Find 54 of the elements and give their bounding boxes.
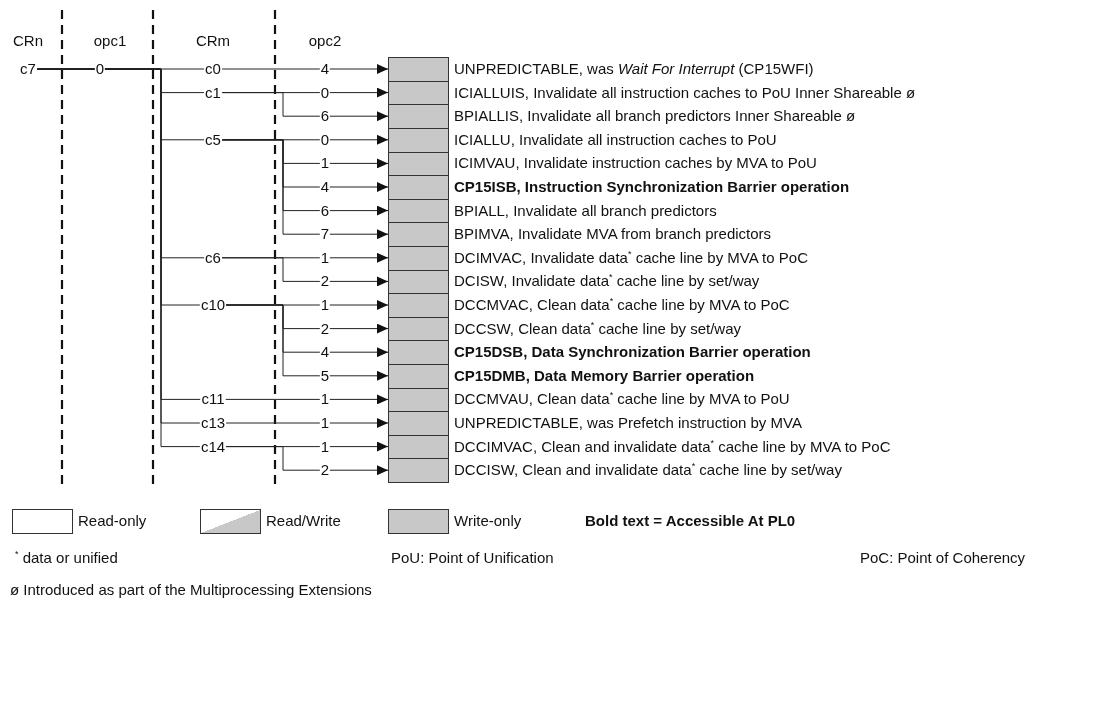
legend-text: Read/Write [266,512,341,530]
register-description: CP15ISB, Instruction Synchronization Barrier operation [454,178,850,196]
edge-label: 4 [319,179,331,195]
note-text: PoU: Point of Unification [391,549,554,567]
note-text: CRn [13,32,43,50]
connector-arrow [221,257,389,287]
register-box [388,128,449,153]
register-box [388,57,449,82]
connector-arrow [225,446,389,476]
register-description: ICIMVAU, Invalidate instruction caches by MVA to PoU [454,154,817,173]
register-description: DCISW, Invalidate data$^{*}$ cache line by set/way [454,272,760,291]
register-description: CP15DSB, Data Synchronization Barrier operation [454,343,811,362]
register-description: UNPREDICTABLE, was Prefetch instruction by MVA [454,414,802,432]
register-description: CP15DMB, Data Memory Barrier operation [454,366,755,385]
register-box [388,340,449,365]
note-text: CRm [195,32,231,50]
register-box [388,411,449,436]
note-text: PoC: Point of Coherency [860,549,1026,567]
register-description: DCCMVAC, Clean data$^{*}$ cache line by MVA to PoC [454,296,790,314]
register-box [388,364,449,389]
register-box [388,222,449,247]
connector-arrow [225,304,389,381]
register-description: DCCMVAU, Clean data$^{*}$ cache line by MVA to PoU [454,390,790,409]
edge-label: 4 [319,61,331,77]
register-box [388,458,449,483]
register-description: BPIALLIS, Invalidate all branch predictors Inner Shareable ø [454,107,856,126]
register-description: DCCSW, Clean data$^{*}$ cache line by set/way [454,319,741,338]
register-description: DCCISW, Clean and invalidate data$^{*}$ cache line by set/way [454,461,842,480]
register-box [388,104,449,129]
connector-arrow [221,92,389,122]
register-description: UNPREDICTABLE, was Wait For Interrupt (CP15WFI) [454,60,814,78]
note-text: opc2 [308,32,342,50]
legend-text: Read-only [78,512,147,530]
edge-label: 0 [94,61,106,77]
register-box [388,246,449,271]
connector-arrow [221,64,389,74]
register-description: DCIMVAC, Invalidate data$^{*}$ cache line by MVA to PoC [454,248,808,267]
register-description: BPIALL, Invalidate all branch predictors [454,201,717,220]
register-box [388,293,449,318]
note-text: Bold text = Accessible At PL0 [585,512,796,530]
legend-text: Write-only [454,512,522,530]
connector-arrow [225,394,389,405]
register-description: ICIALLU, Invalidate all instruction caches to PoU [454,130,777,149]
register-description: ICIALLUIS, Invalidate all instruction caches to PoU Inner Shareable ø [454,83,916,102]
register-description: DCCIMVAC, Clean and invalidate data$^{*}$ cache line by MVA to PoC [454,437,891,456]
note-text: $^{*}$ data or unified [15,549,118,567]
connector-arrow [221,139,389,240]
register-description: BPIMVA, Invalidate MVA from branch predictors [454,225,772,244]
edge-label: 1 [319,415,331,431]
register-box [388,175,449,200]
note-text: opc1 [93,32,127,50]
connector-arrow [225,418,389,428]
note-text: ø Introduced as part of the Multiprocessing Extensions [10,581,372,599]
edge-label: 1 [319,297,331,313]
